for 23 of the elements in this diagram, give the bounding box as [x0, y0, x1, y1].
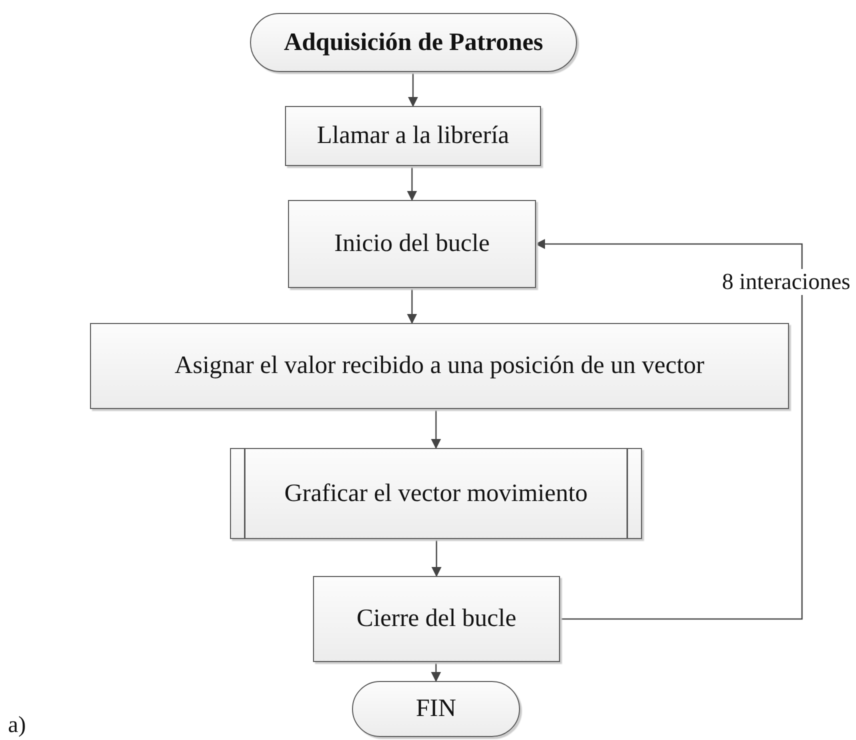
edge-label: 8 interaciones: [720, 269, 852, 295]
arrow: [432, 539, 442, 577]
process-box: [288, 200, 536, 288]
arrow: [408, 72, 418, 107]
process-box: [313, 576, 560, 662]
arrow: [535, 239, 803, 620]
node-text: Adquisición de Patrones: [284, 28, 544, 56]
arrow: [407, 288, 417, 324]
node-text: FIN: [416, 695, 456, 723]
node-text: Cierre del bucle: [356, 605, 516, 633]
node-text: Inicio del bucle: [334, 230, 490, 258]
subprocess-box: [230, 448, 642, 539]
process-box: [285, 106, 541, 166]
node-text: Graficar el vector movimiento: [284, 480, 588, 508]
terminal-pill: [250, 13, 577, 72]
terminal-pill: [352, 681, 520, 737]
process-box: [90, 323, 789, 409]
arrow: [407, 166, 417, 201]
panel-label: a): [8, 712, 26, 738]
arrow: [431, 662, 441, 682]
node-text: Asignar el valor recibido a una posición de un vector: [174, 352, 704, 380]
node-text: Llamar a la librería: [316, 122, 510, 150]
arrow: [431, 409, 441, 449]
